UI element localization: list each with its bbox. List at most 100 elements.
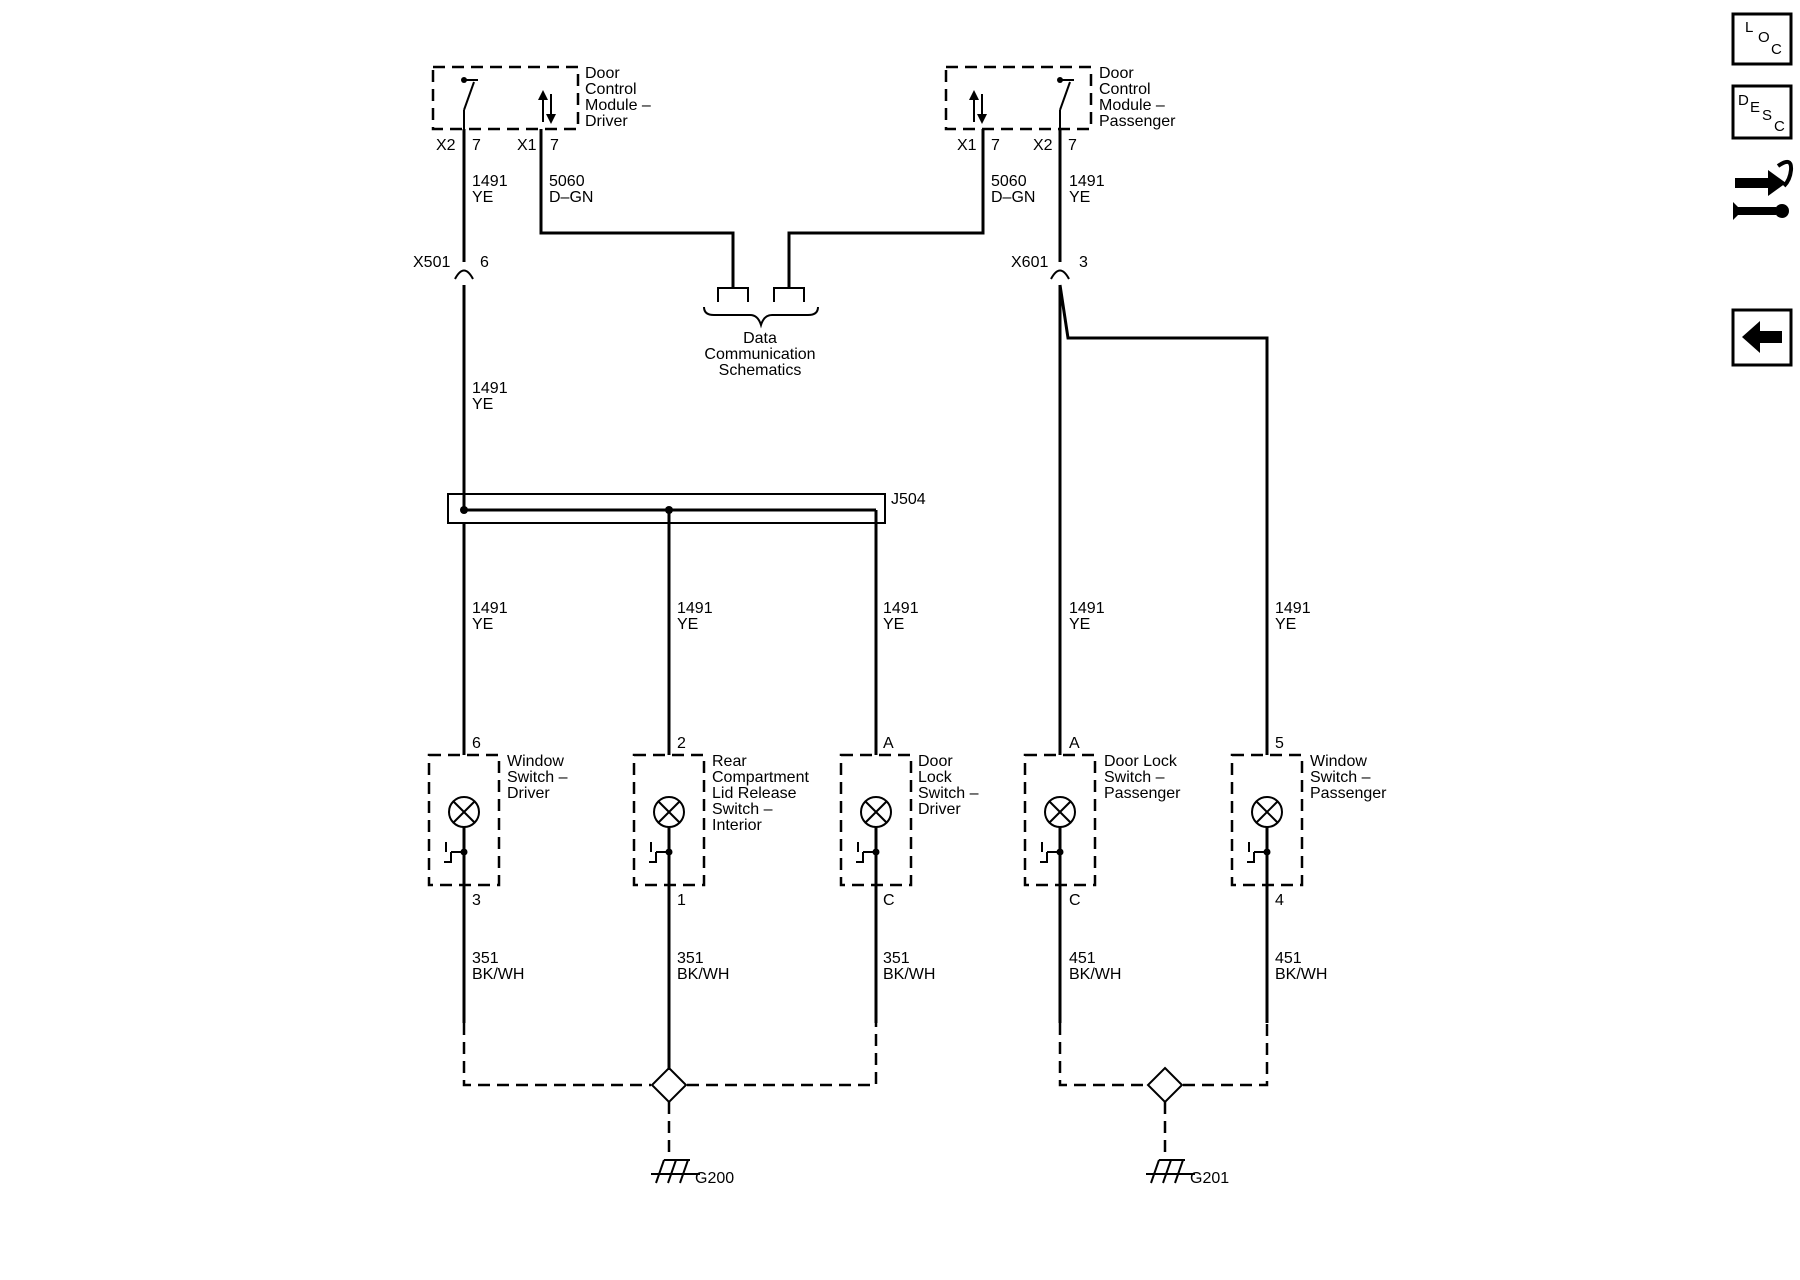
wire-5060-driver [539, 129, 735, 288]
splice-name: J504 [891, 491, 926, 508]
module-outline [944, 65, 1093, 131]
switch-label-line: Window [507, 753, 564, 770]
switch-label-line: Switch – [507, 769, 568, 786]
splice-outline [447, 493, 886, 524]
switch-window-driver: 6 3 Window Switch – Driver [427, 735, 568, 909]
data-terminal [717, 287, 749, 302]
wire-circuit: 351 [677, 950, 704, 967]
loc-letter: O [1758, 29, 1770, 46]
loc-button[interactable]: L O C [1731, 12, 1793, 66]
pin-number: 2 [677, 735, 686, 752]
switch-label-line: Window [1310, 753, 1367, 770]
wire-color: BK/WH [1275, 966, 1327, 983]
ground-circuit-g200: G200 351 BK/WH 351 BK/WH 351 BK/WH [462, 885, 935, 1187]
driver-feed-circuit: X501 6 1491 YE 1491 YE [413, 129, 508, 510]
module-label-line: Door [585, 65, 620, 82]
pin-number: C [883, 892, 895, 909]
switch-label-line: Switch – [918, 785, 979, 802]
module-switch-symbol [461, 77, 478, 129]
switch-symbol [1247, 842, 1271, 863]
switch-label-line: Interior [712, 817, 762, 834]
connector-id: X1 [517, 137, 537, 154]
ground-name: G200 [695, 1170, 734, 1187]
splice-pack-j504: J504 [447, 491, 926, 524]
pin-number: 4 [1275, 892, 1284, 909]
switch-door-lock-driver: A C Door Lock Switch – Driver [839, 735, 979, 909]
switch-label-line: Lid Release [712, 785, 797, 802]
wire-5060-passenger [787, 129, 985, 288]
module-label-line: Driver [585, 113, 628, 130]
pin-number: 1 [677, 892, 686, 909]
wire-circuit: 1491 [472, 173, 508, 190]
pin-number: 7 [550, 137, 559, 154]
wire-circuit: 451 [1069, 950, 1096, 967]
wire-circuit: 1491 [472, 380, 508, 397]
wire-color: BK/WH [472, 966, 524, 983]
switch-label-line: Rear [712, 753, 747, 770]
wire-color: YE [472, 616, 493, 633]
switch-label-line: Driver [918, 801, 961, 818]
module-label-line: Control [1099, 81, 1151, 98]
lamp-icon [653, 796, 685, 828]
pin-number: A [883, 735, 894, 752]
inline-connector-symbol [1050, 269, 1070, 280]
switch-label-line: Passenger [1310, 785, 1387, 802]
connector-id: X2 [436, 137, 456, 154]
driver-branches: 1491 YE 1491 YE 1491 YE [462, 510, 919, 755]
connector-wrench-icon [1733, 159, 1794, 220]
wire-color: YE [1069, 189, 1090, 206]
wire-circuit: 1491 [472, 600, 508, 617]
loc-letter: C [1771, 41, 1782, 58]
module-outline [431, 65, 580, 131]
desc-letter: E [1750, 99, 1760, 116]
data-terminal [773, 287, 805, 302]
wire-circuit: 351 [472, 950, 499, 967]
wire-circuit: 5060 [549, 173, 585, 190]
switch-label-line: Door Lock [1104, 753, 1178, 770]
switch-symbol [856, 842, 880, 863]
door-control-module-driver: Door Control Module – Driver X2 7 X1 7 [431, 65, 651, 154]
desc-button[interactable]: D E S C [1731, 84, 1793, 140]
wire-circuit: 351 [883, 950, 910, 967]
ground-name: G201 [1190, 1170, 1229, 1187]
switch-label-line: Compartment [712, 769, 809, 786]
data-comm-label: Communication [704, 346, 815, 363]
pin-number: 7 [991, 137, 1000, 154]
switch-label-line: Passenger [1104, 785, 1181, 802]
switch-rear-lid-release: 2 1 Rear Compartment Lid Release Switch … [632, 735, 809, 909]
lamp-icon [860, 796, 892, 828]
wire-color: YE [883, 616, 904, 633]
wire-circuit: 1491 [1069, 173, 1105, 190]
data-arrows-icon [969, 90, 987, 124]
connector-id: X1 [957, 137, 977, 154]
wire-color: YE [472, 396, 493, 413]
wire-circuit: 1491 [677, 600, 713, 617]
switch-symbol [649, 842, 673, 863]
wire-color: BK/WH [883, 966, 935, 983]
pin-number: 6 [472, 735, 481, 752]
back-button[interactable] [1731, 308, 1793, 367]
switch-label-line: Door [918, 753, 953, 770]
bracket [703, 306, 819, 329]
wire-color: YE [677, 616, 698, 633]
serial-data-wiring: Data Communication Schematics 5060 D–GN … [539, 129, 1035, 379]
loc-letter: L [1745, 19, 1753, 36]
switch-symbol [444, 842, 468, 863]
wire-circuit: 1491 [1275, 600, 1311, 617]
wire-color: YE [472, 189, 493, 206]
module-switch-symbol [1057, 77, 1074, 129]
switch-label-line: Lock [918, 769, 953, 786]
module-label-line: Door [1099, 65, 1134, 82]
wire-circuit: 5060 [991, 173, 1027, 190]
wire-color: YE [1069, 616, 1090, 633]
ground-node-icon [650, 1066, 688, 1104]
connector-wrench-button[interactable] [1733, 159, 1794, 220]
module-label-line: Control [585, 81, 637, 98]
pin-number: 7 [1068, 137, 1077, 154]
module-label-line: Passenger [1099, 113, 1176, 130]
connector-id: X601 [1011, 254, 1048, 271]
arrow-left-icon [1742, 321, 1782, 353]
pin-number: 3 [1079, 254, 1088, 271]
module-label-line: Module – [1099, 97, 1165, 114]
